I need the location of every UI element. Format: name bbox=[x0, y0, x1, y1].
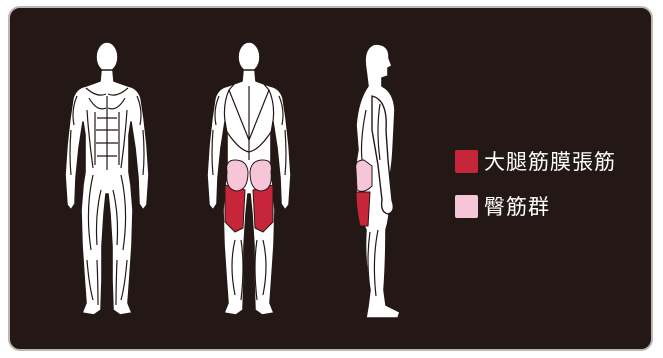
legend-label: 大腿筋膜張筋 bbox=[484, 146, 616, 176]
legend-swatch-red bbox=[455, 150, 478, 173]
legend-item-tensor-fasciae-latae: 大腿筋膜張筋 bbox=[455, 146, 616, 176]
glutes-side bbox=[356, 160, 372, 191]
legend-label: 臀筋群 bbox=[484, 191, 550, 221]
legend-item-glutes: 臀筋群 bbox=[455, 191, 550, 221]
glutes-left bbox=[227, 160, 248, 191]
side-figure bbox=[355, 44, 400, 318]
front-figure bbox=[65, 42, 149, 315]
back-figure bbox=[207, 42, 291, 315]
hamstrings-left bbox=[225, 185, 245, 232]
legend-swatch-pink bbox=[455, 195, 478, 218]
glutes-right bbox=[250, 160, 271, 191]
hamstrings-right bbox=[253, 185, 273, 232]
hamstrings-side bbox=[356, 192, 370, 226]
